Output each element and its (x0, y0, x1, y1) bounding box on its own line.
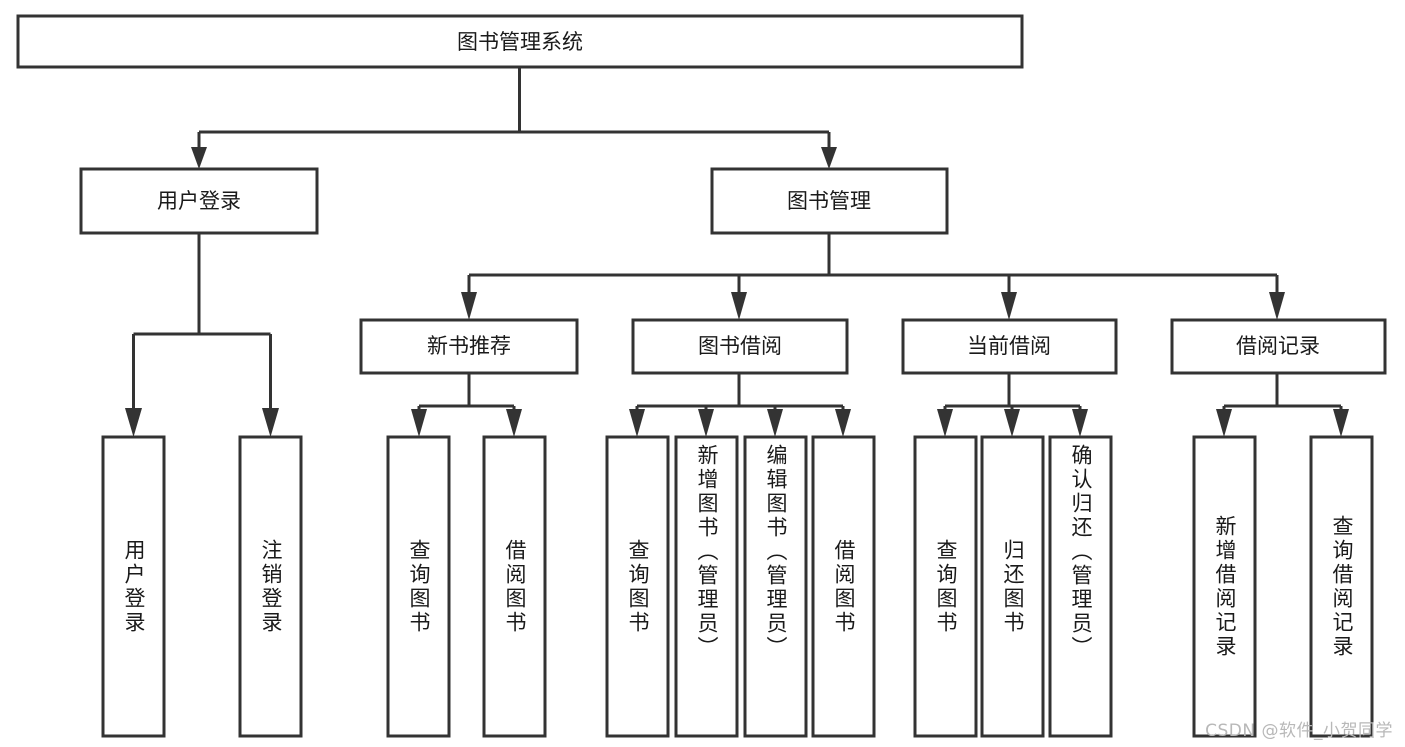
leaf-box-currentborrow-return[interactable] (980, 435, 1045, 738)
arrowhead-leaf-borrowrecord-1 (1216, 409, 1232, 437)
nodes-group: 图书管理系统 用户登录 图书管理 新书推荐 图书借阅 当前借阅 借阅记录 (16, 14, 1387, 738)
node-label-borrow-record: 借阅记录 (1236, 334, 1320, 358)
arrowhead-user-login (191, 147, 207, 169)
node-box-borrow-record[interactable] (1170, 318, 1387, 375)
node-label-user-login: 用户登录 (157, 189, 241, 213)
csdn-watermark: CSDN @软件_小贺同学 (1205, 721, 1393, 741)
node-label-book-borrow: 图书借阅 (698, 334, 782, 358)
leaf-box-newbook-borrow[interactable] (482, 435, 547, 738)
leaf-box-borrowrecord-add[interactable] (1192, 435, 1257, 738)
leaf-box-bookborrow-query[interactable] (605, 435, 670, 738)
node-label-root: 图书管理系统 (457, 30, 583, 54)
node-box-current-borrow[interactable] (901, 318, 1118, 375)
arrowhead-borrow-record (1269, 292, 1285, 320)
arrowhead-leaf-currentborrow-3 (1072, 409, 1088, 437)
node-box-user-login[interactable] (79, 167, 319, 235)
arrowhead-new-book (461, 292, 477, 320)
leaf-box-currentborrow-query[interactable] (913, 435, 978, 738)
leaf-box-bookborrow-borrow[interactable] (811, 435, 876, 738)
leaf-box-newbook-query[interactable] (386, 435, 451, 738)
arrowhead-leaf-user-login-2 (262, 408, 279, 437)
arrowhead-leaf-bookborrow-3 (767, 409, 783, 437)
leaf-box-borrowrecord-query[interactable] (1309, 435, 1374, 738)
arrowhead-leaf-currentborrow-1 (937, 409, 953, 437)
leaf-box-user-login-login[interactable] (101, 435, 166, 738)
node-box-new-book-recommend[interactable] (359, 318, 579, 375)
node-box-root[interactable] (16, 14, 1024, 69)
arrowhead-leaf-newbook-2 (506, 409, 522, 437)
node-label-current-borrow: 当前借阅 (967, 334, 1051, 358)
arrowhead-leaf-currentborrow-2 (1004, 409, 1020, 437)
arrowhead-leaf-bookborrow-2 (698, 409, 714, 437)
arrowhead-leaf-newbook-1 (411, 409, 427, 437)
leaf-box-bookborrow-edit[interactable] (743, 435, 808, 738)
arrowhead-leaf-borrowrecord-2 (1333, 409, 1349, 437)
arrowhead-book-borrow (731, 292, 747, 320)
arrowhead-leaf-bookborrow-1 (629, 409, 645, 437)
node-label-new-book-recommend: 新书推荐 (427, 334, 511, 358)
arrowhead-leaf-bookborrow-4 (835, 409, 851, 437)
node-label-book-management: 图书管理 (787, 189, 871, 213)
leaf-box-user-login-logout[interactable] (238, 435, 303, 738)
arrowhead-current-borrow (1001, 292, 1017, 320)
leaf-box-bookborrow-add[interactable] (674, 435, 739, 738)
node-box-book-borrow[interactable] (631, 318, 849, 375)
leaf-box-currentborrow-confirm[interactable] (1048, 435, 1113, 738)
arrowhead-book-mgmt (821, 147, 837, 169)
connectors-group (125, 67, 1349, 437)
node-box-book-management[interactable] (710, 167, 949, 235)
arrowhead-leaf-user-login-1 (125, 408, 142, 437)
